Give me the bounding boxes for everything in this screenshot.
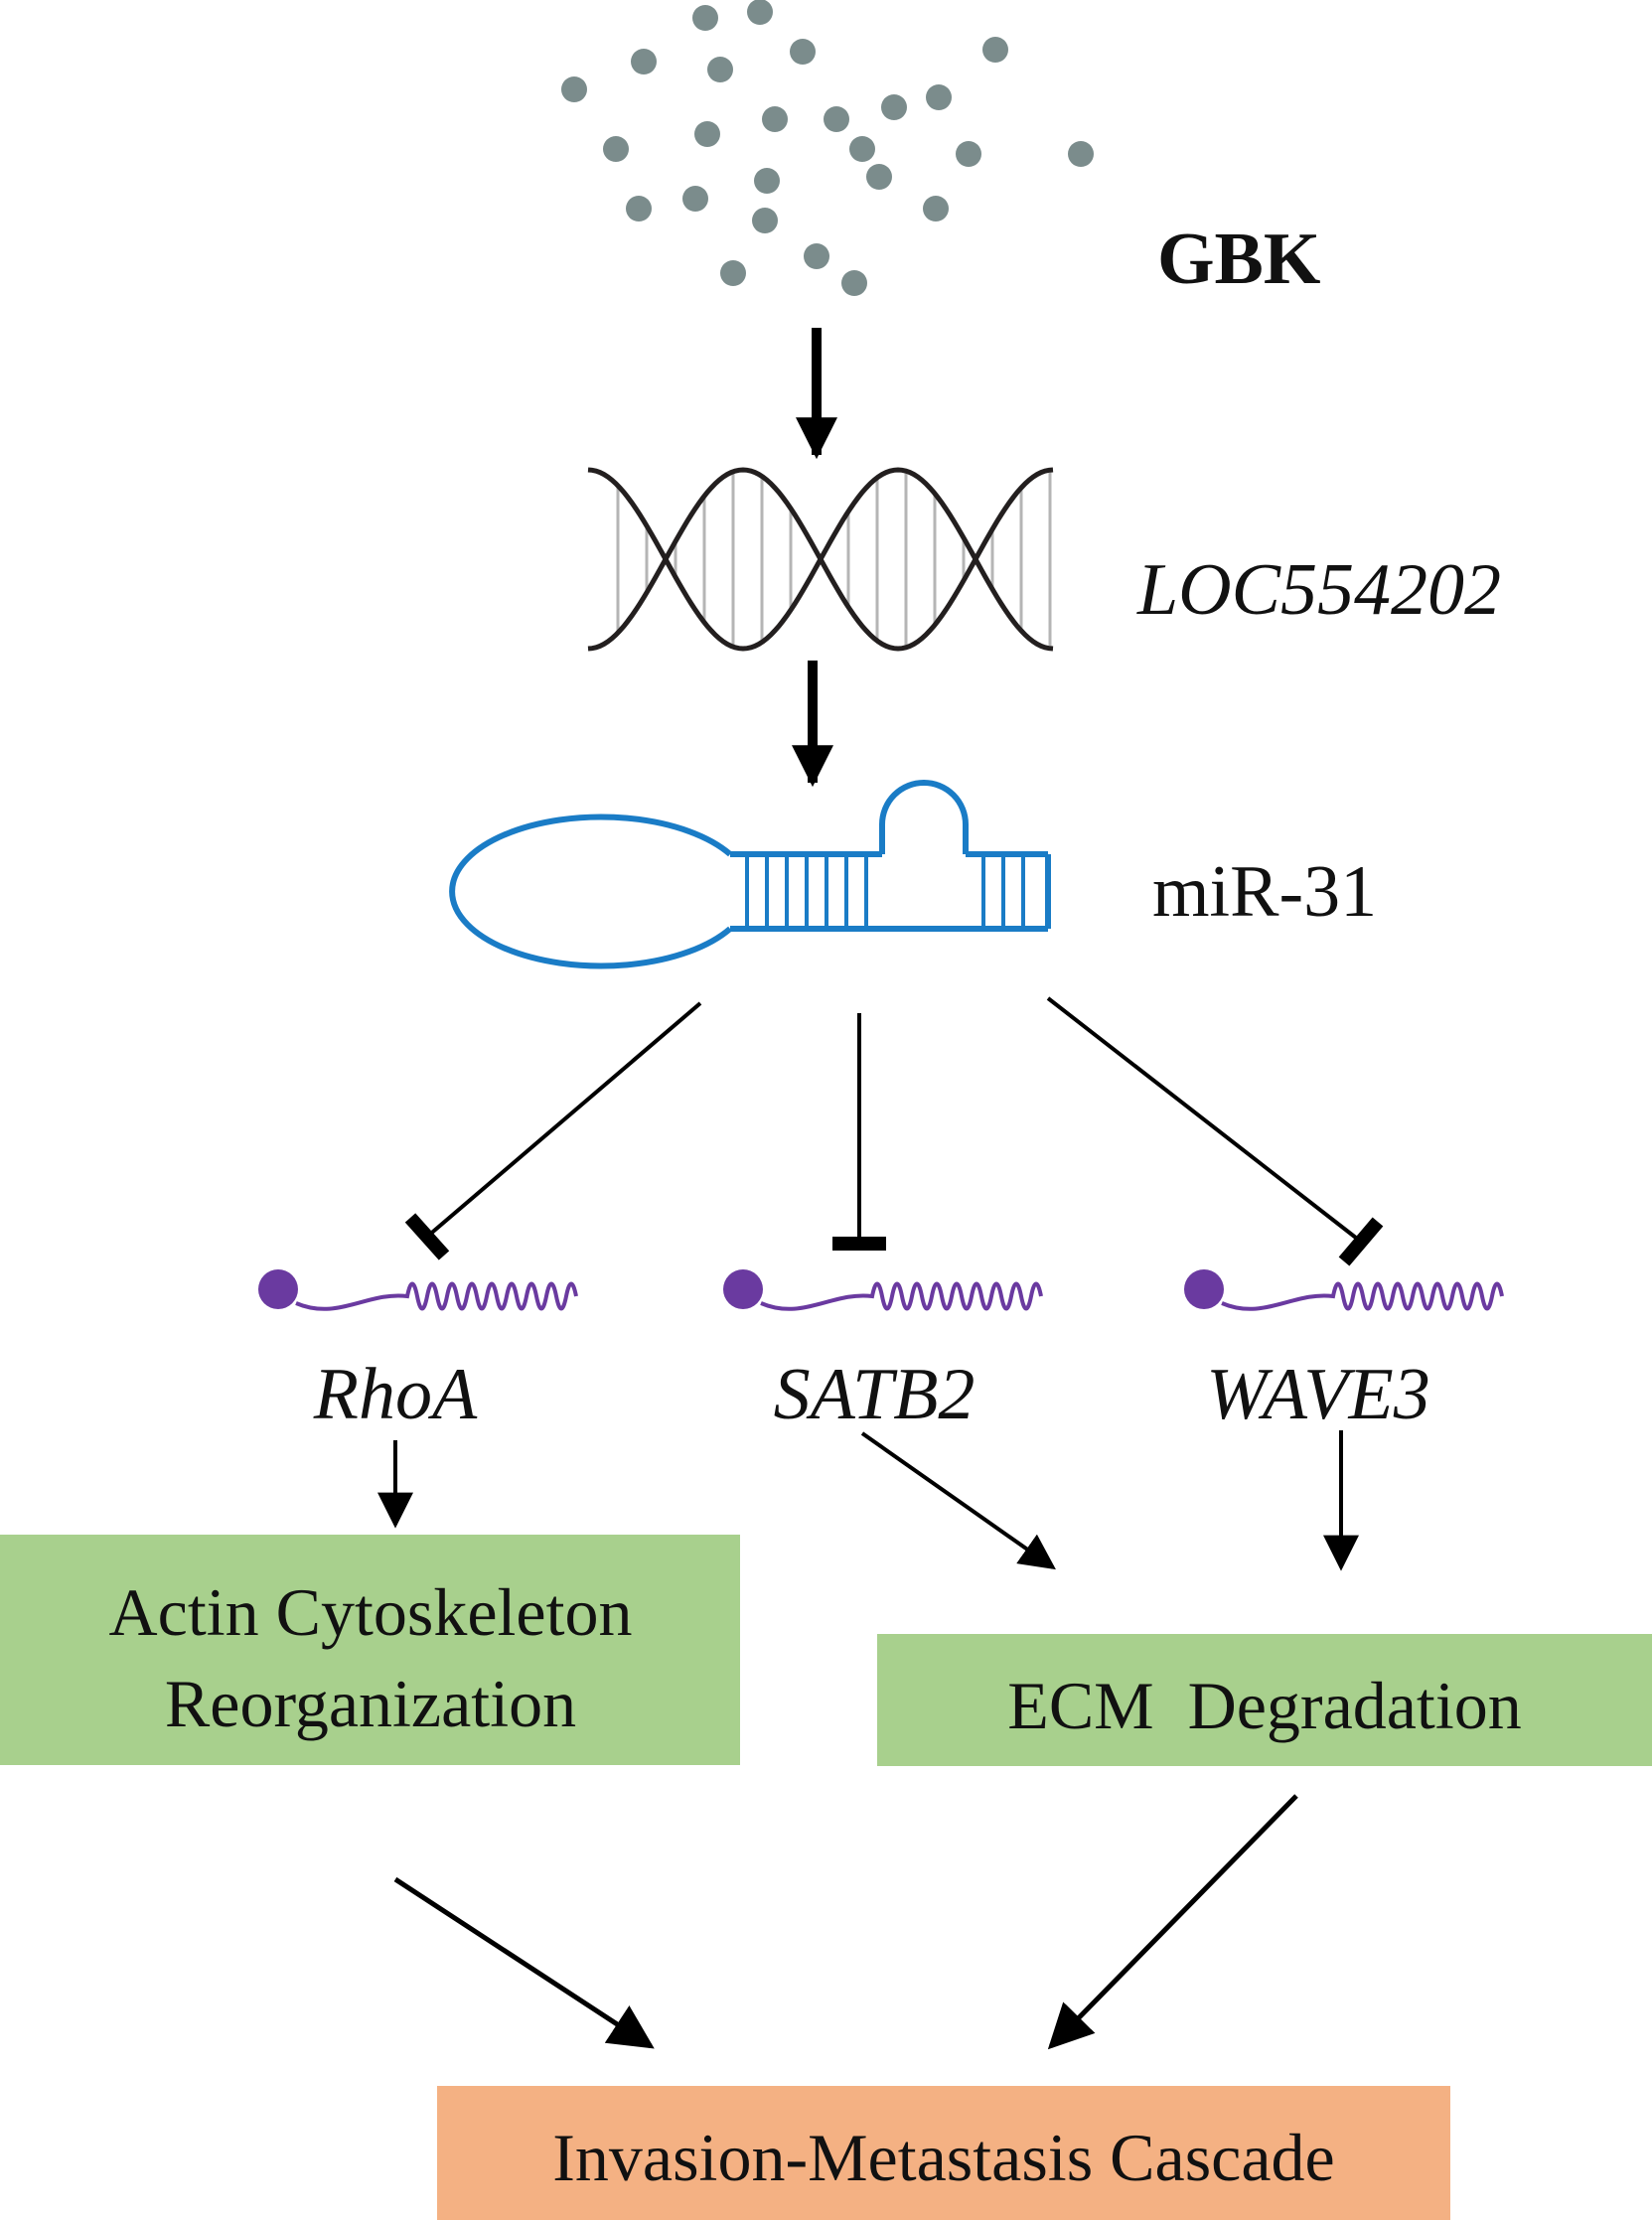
dna-helix-icon [587,467,1054,652]
actin-box-line1: Actin Cytoskeleton [109,1574,633,1650]
invasion-box-label: Invasion-Metastasis Cascade [552,2120,1334,2195]
ecm-degradation-box [877,1634,1652,1766]
gene-label-rhoa: RhoA [313,1354,478,1435]
inhibition-mirna-to-satb2 [832,1013,886,1251]
mirna-hairpin-icon [449,780,1051,969]
inhibition-mirna-to-wave3 [1046,996,1384,1266]
gene-label-wave3: WAVE3 [1206,1354,1429,1435]
actin-box-line2: Reorganization [165,1666,576,1741]
lncrna-label: LOC554202 [1136,549,1501,631]
compound-dots-icon [561,0,1094,296]
inhibition-mirna-to-rhoa [404,1001,702,1260]
gene-label-satb2: SATB2 [774,1354,976,1435]
mirna-label: miR-31 [1152,851,1377,933]
actin-reorganization-box [0,1535,740,1765]
mrna-icon [258,1269,578,1311]
ecm-box-label: ECM Degradation [1007,1668,1521,1743]
invasion-metastasis-box [437,2086,1450,2220]
gbk-label: GBK [1157,219,1320,300]
mrna-icon [723,1269,1043,1311]
arrow-satb2-to-ecm [860,1431,1056,1570]
mrna-icon [1184,1269,1504,1311]
arrow-ecm-to-invasion [1047,1794,1298,2050]
arrow-actin-to-invasion [393,1876,655,2049]
